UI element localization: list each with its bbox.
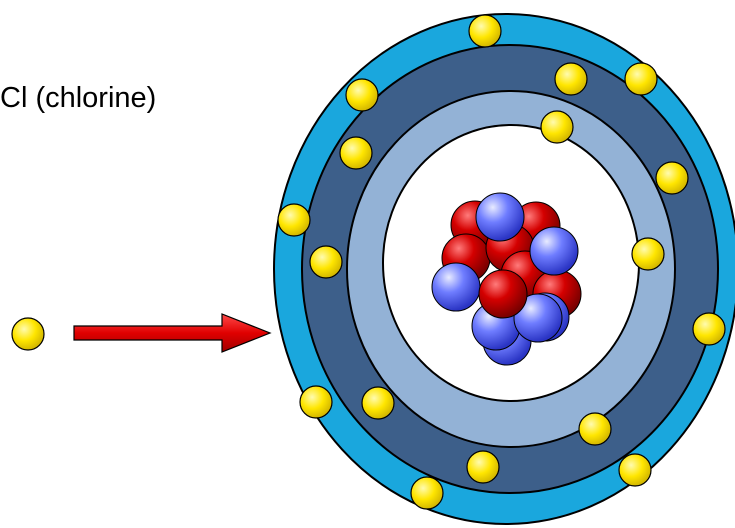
electron xyxy=(655,161,689,195)
electron xyxy=(624,62,658,96)
element-label: Cl (chlorine) xyxy=(0,82,157,114)
electron xyxy=(339,136,373,170)
electron xyxy=(692,312,726,346)
electron xyxy=(309,245,343,279)
electron xyxy=(618,453,652,487)
electron xyxy=(466,450,500,484)
electron xyxy=(540,110,574,144)
electron xyxy=(410,476,444,510)
electron xyxy=(578,412,612,446)
neutron xyxy=(529,226,579,276)
neutron xyxy=(475,192,525,242)
electron xyxy=(554,62,588,96)
electron xyxy=(361,386,395,420)
nucleus xyxy=(431,192,582,366)
electron xyxy=(299,385,333,419)
arrow-right-icon xyxy=(73,313,272,353)
electron xyxy=(345,78,379,112)
shell-electrons xyxy=(277,14,726,510)
neutron xyxy=(513,293,563,343)
electron xyxy=(277,203,311,237)
neutron xyxy=(431,262,481,312)
electron xyxy=(631,237,665,271)
electron-icon xyxy=(11,317,45,351)
proton xyxy=(478,269,528,319)
electron xyxy=(468,14,502,48)
